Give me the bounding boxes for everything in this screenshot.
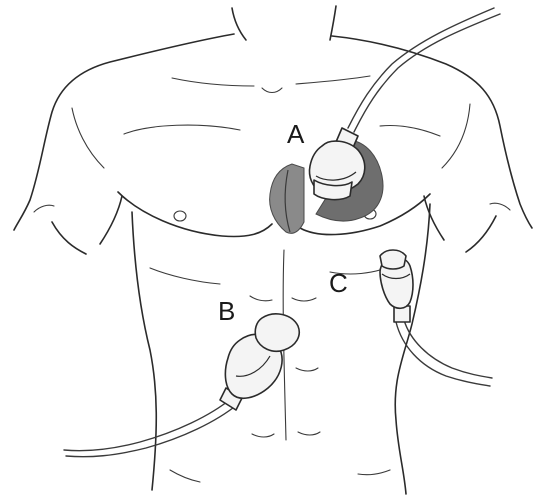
label-c: C	[329, 268, 348, 298]
left-pec-upper	[124, 125, 240, 134]
label-b: B	[218, 296, 235, 326]
left-deltoid	[72, 108, 104, 168]
probe-c	[380, 250, 492, 386]
rib-left	[150, 268, 220, 284]
sternal-notch	[262, 88, 282, 93]
left-collarbone	[172, 78, 254, 86]
label-a: A	[287, 119, 305, 149]
right-arm-inner	[466, 216, 496, 252]
left-pectoral	[118, 192, 272, 237]
ab-line-4	[296, 368, 318, 371]
probe-c-head	[380, 250, 406, 269]
neck-left	[232, 8, 246, 40]
left-nipple	[174, 211, 186, 221]
left-shoulder	[14, 34, 234, 230]
ab-line-1	[250, 296, 272, 301]
ab-line-2	[292, 298, 316, 301]
right-collarbone	[296, 76, 370, 84]
right-flank	[395, 204, 430, 494]
right-deltoid	[442, 104, 470, 168]
right-arm-crease	[490, 203, 510, 210]
probe-b	[64, 314, 299, 457]
neck-right	[330, 6, 336, 40]
right-pec-upper	[380, 125, 440, 136]
probe-b-head	[255, 314, 299, 351]
probe-a-cable-edge	[354, 14, 500, 132]
ab-line-6	[298, 432, 320, 435]
torso-outline	[14, 6, 532, 494]
left-armpit	[100, 196, 122, 244]
probe-c-cable	[404, 320, 492, 378]
left-arm-crease	[34, 205, 54, 212]
right-armpit	[424, 196, 444, 240]
left-arm-inner	[52, 222, 86, 254]
ab-line-5	[252, 434, 274, 437]
waist-right	[358, 470, 390, 475]
waist-left	[170, 470, 200, 482]
